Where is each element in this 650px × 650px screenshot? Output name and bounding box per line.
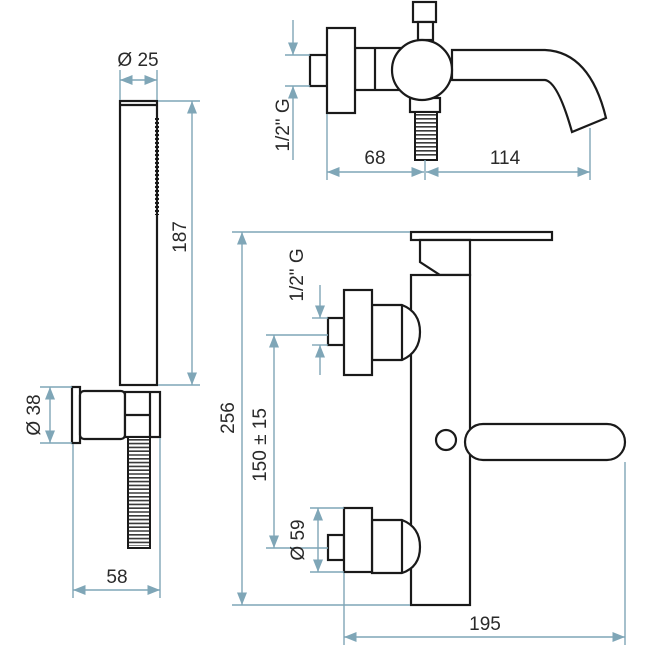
dim-length-187: 187	[158, 100, 200, 386]
width-label: 195	[469, 614, 501, 635]
mixer-front-view	[326, 230, 627, 607]
dim-68-114: 68 114	[326, 114, 591, 180]
top-thread-label: 1/2" G	[273, 98, 294, 151]
spout-length-label: 114	[490, 148, 521, 169]
hand-shower-length-label: 187	[170, 221, 191, 253]
dim-front-thread: 1/2" G	[287, 248, 328, 375]
holder-diameter-label: Ø 38	[24, 394, 45, 435]
dim-diameter-38: Ø 38	[24, 386, 72, 444]
dim-spacing-150: 150 ± 15	[250, 334, 328, 549]
upper-inlet	[326, 288, 422, 377]
flange-diameter-label: Ø 59	[288, 519, 309, 560]
mixer-top-view	[308, 0, 608, 161]
holder-depth-label: 58	[106, 567, 127, 588]
wall-holder	[70, 385, 162, 445]
lower-inlet	[326, 506, 422, 575]
dim-top-thread: 1/2" G	[273, 20, 310, 160]
body-length-label: 68	[364, 148, 385, 169]
dim-diameter-59: Ø 59	[288, 507, 344, 573]
shower-hose	[127, 436, 151, 549]
dim-diameter-25: Ø 25	[117, 50, 159, 100]
front-thread-label: 1/2" G	[287, 248, 308, 301]
hand-shower	[118, 99, 159, 387]
dim-width-195: 195	[343, 462, 626, 645]
spacing-label: 150 ± 15	[250, 408, 271, 482]
height-label: 256	[218, 402, 239, 434]
dim-depth-58: 58	[72, 438, 161, 598]
hand-shower-diameter-label: Ø 25	[117, 50, 158, 71]
dim-height-256: 256	[218, 231, 410, 606]
